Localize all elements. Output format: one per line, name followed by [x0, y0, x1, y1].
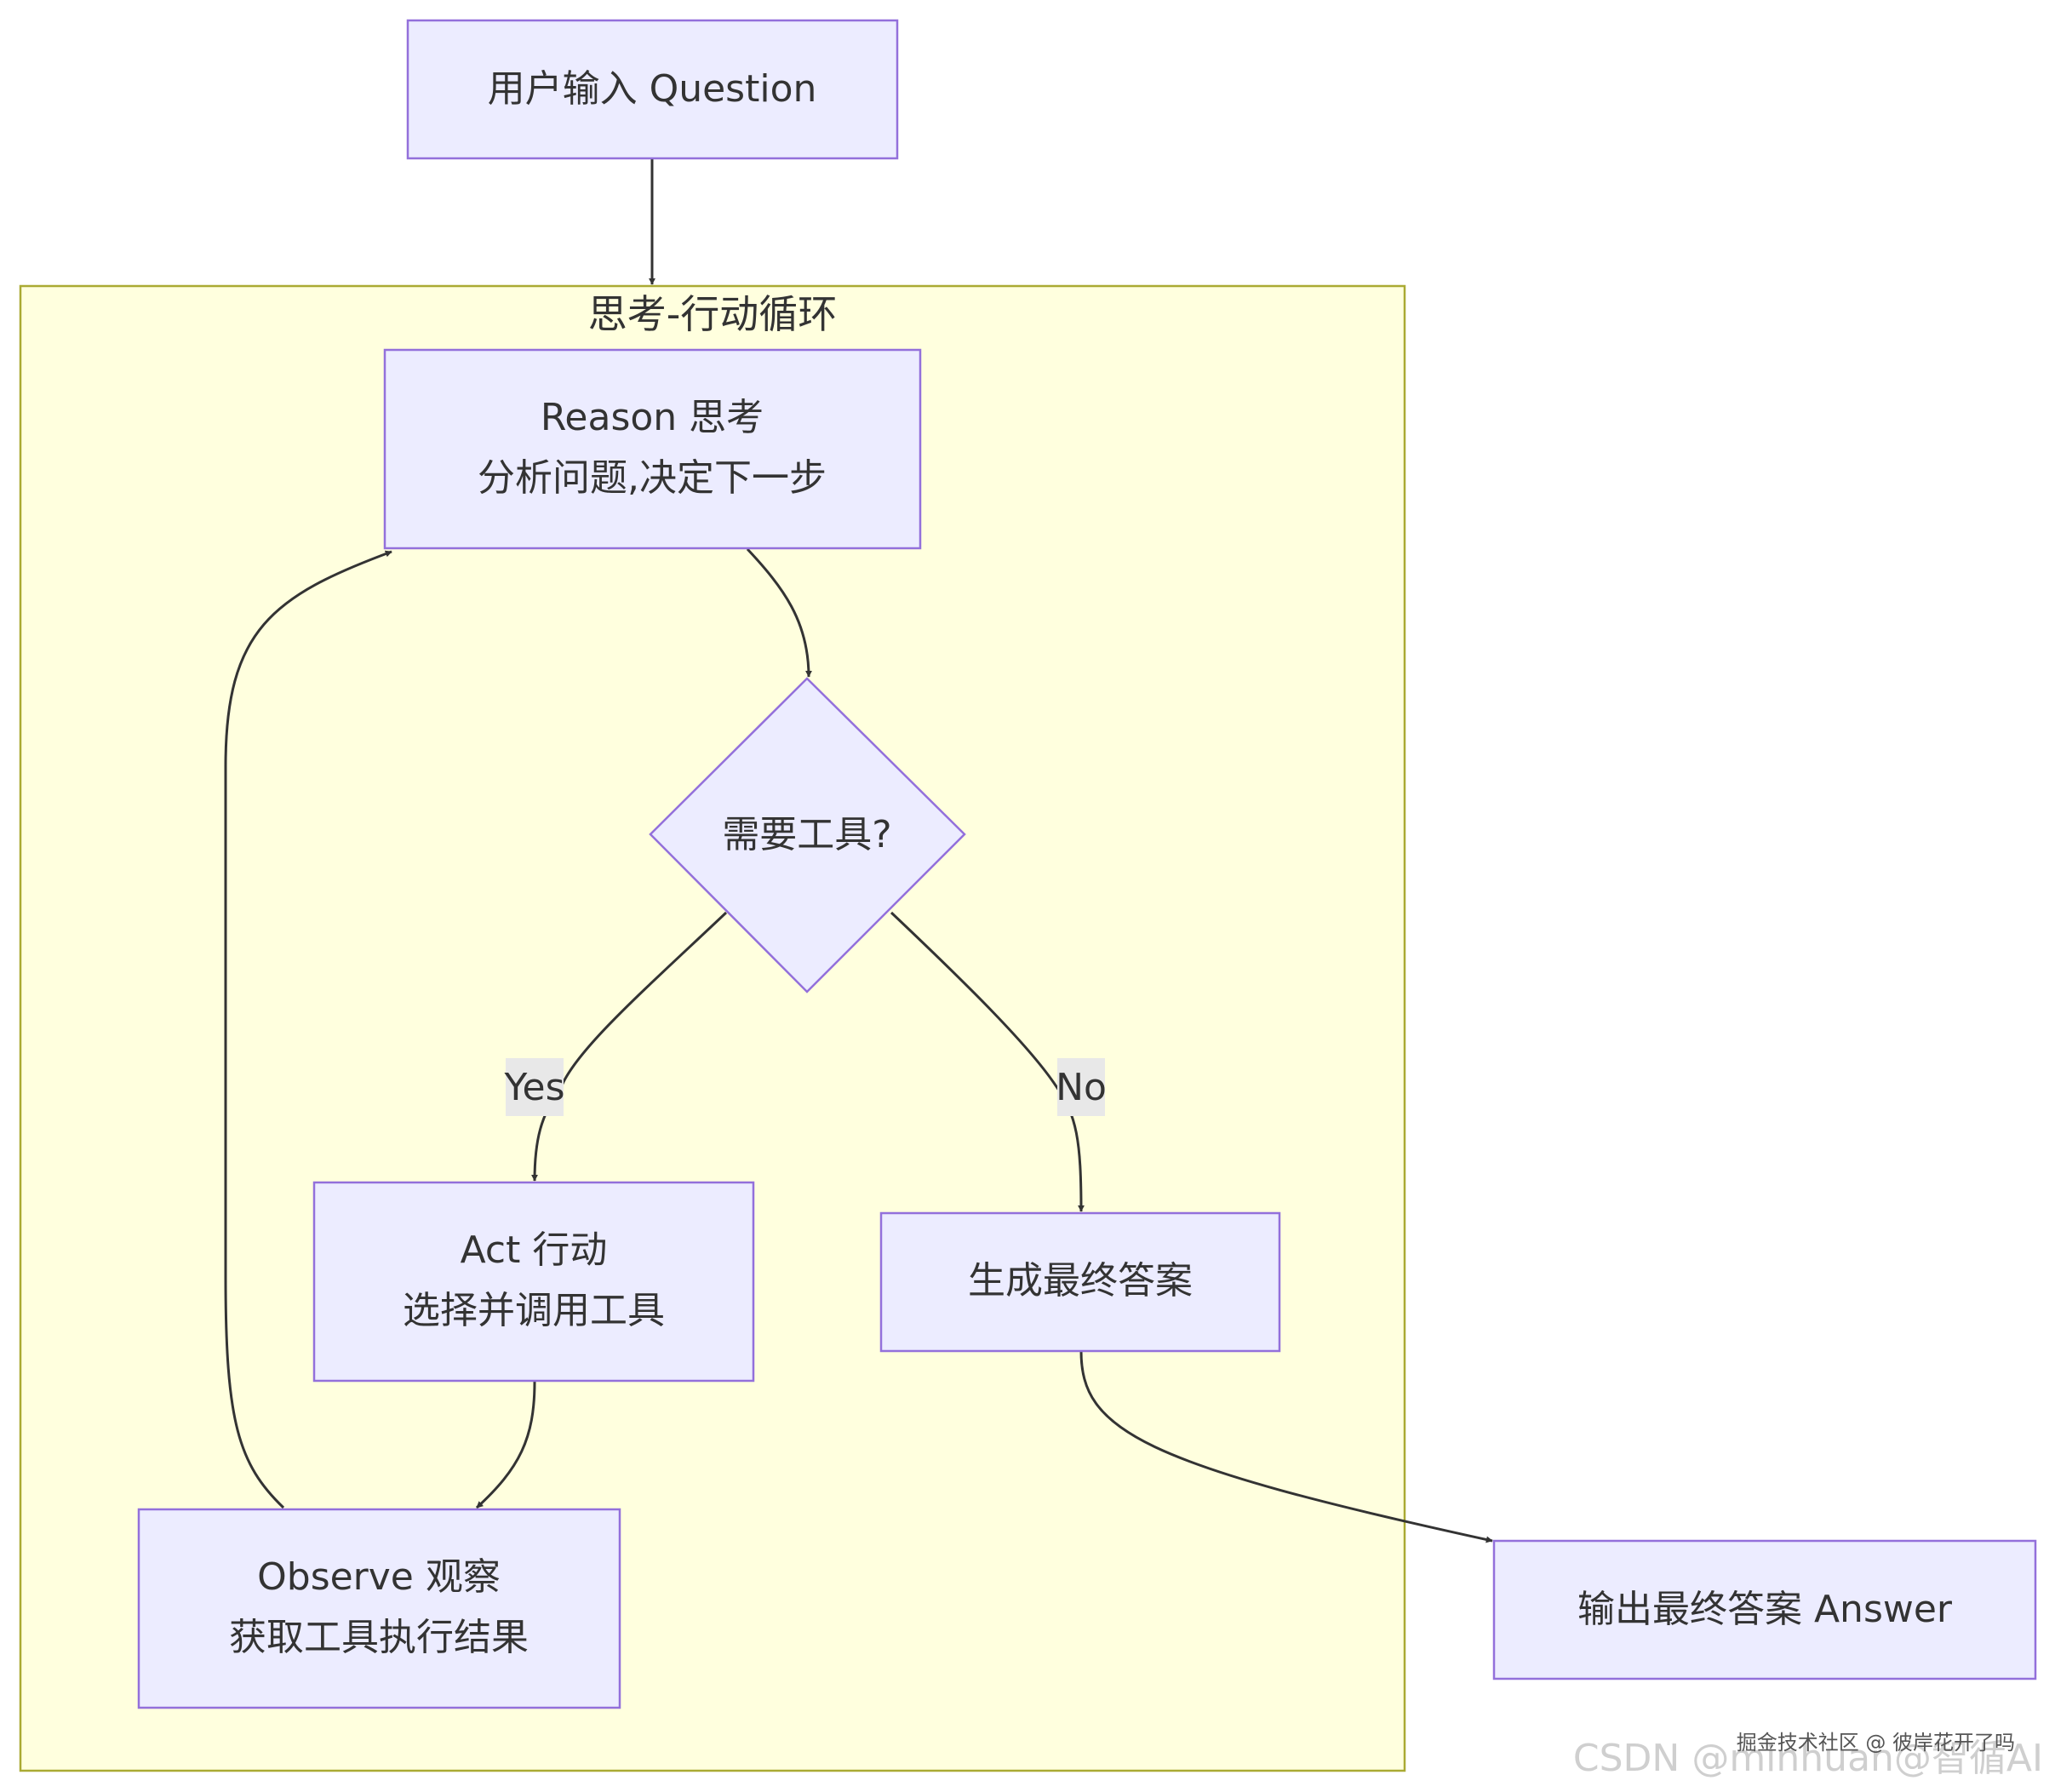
node-reason-box: [383, 348, 922, 550]
node-act: Act 行动 选择并调用工具: [312, 1181, 755, 1383]
node-decision-diamond: [649, 677, 966, 993]
node-user-question-box: [406, 19, 899, 160]
node-decision-label: 需要工具?: [722, 813, 891, 856]
edge-label-yes: Yes: [503, 1058, 565, 1116]
node-user-question-label: 用户输入 Question: [488, 67, 817, 111]
edge-reason-to-decision: [746, 547, 812, 678]
edge-label-yes-text: Yes: [503, 1066, 564, 1109]
node-output-answer-box: [1492, 1539, 2037, 1680]
node-generate-final-answer-label: 生成最终答案: [968, 1259, 1193, 1302]
edge-label-no-bg: [1057, 1058, 1105, 1116]
watermark-csdn: CSDN @minhuan@智循AI: [1573, 1737, 2043, 1780]
node-generate-final-answer-box: [879, 1211, 1281, 1353]
node-reason-title: Reason 思考: [541, 396, 764, 439]
edges: [224, 159, 1493, 1543]
edge-final-to-answer: [1079, 1350, 1493, 1543]
node-user-question: 用户输入 Question: [406, 19, 899, 160]
edge-decision-no-to-final: [890, 911, 1085, 1212]
cluster-title: 思考-行动循环: [588, 291, 838, 337]
edge-decision-yes-to-act: [531, 911, 728, 1182]
watermark-juejin: 掘金技术社区 @ 彼岸花开了吗: [1737, 1731, 2015, 1755]
node-act-desc: 选择并调用工具: [403, 1289, 665, 1332]
edge-label-no: No: [1056, 1058, 1107, 1116]
node-observe-desc: 获取工具执行结果: [229, 1616, 529, 1659]
node-output-answer-label: 输出最终答案 Answer: [1577, 1588, 1953, 1631]
edge-observe-to-reason: [224, 550, 392, 1509]
node-decision-need-tool: 需要工具?: [649, 677, 966, 993]
node-act-title: Act 行动: [461, 1228, 608, 1272]
edge-label-yes-bg: [506, 1058, 564, 1116]
node-generate-final-answer: 生成最终答案: [879, 1211, 1281, 1353]
node-reason-desc: 分析问题,决定下一步: [478, 456, 827, 500]
node-observe-box: [137, 1508, 621, 1709]
edge-act-to-observe: [475, 1381, 536, 1509]
node-reason: Reason 思考 分析问题,决定下一步: [383, 348, 922, 550]
node-observe-title: Observe 观察: [257, 1555, 501, 1599]
node-act-box: [312, 1181, 755, 1383]
edge-label-no-text: No: [1056, 1066, 1107, 1109]
node-output-answer: 输出最终答案 Answer: [1492, 1539, 2037, 1680]
node-observe: Observe 观察 获取工具执行结果: [137, 1508, 621, 1709]
